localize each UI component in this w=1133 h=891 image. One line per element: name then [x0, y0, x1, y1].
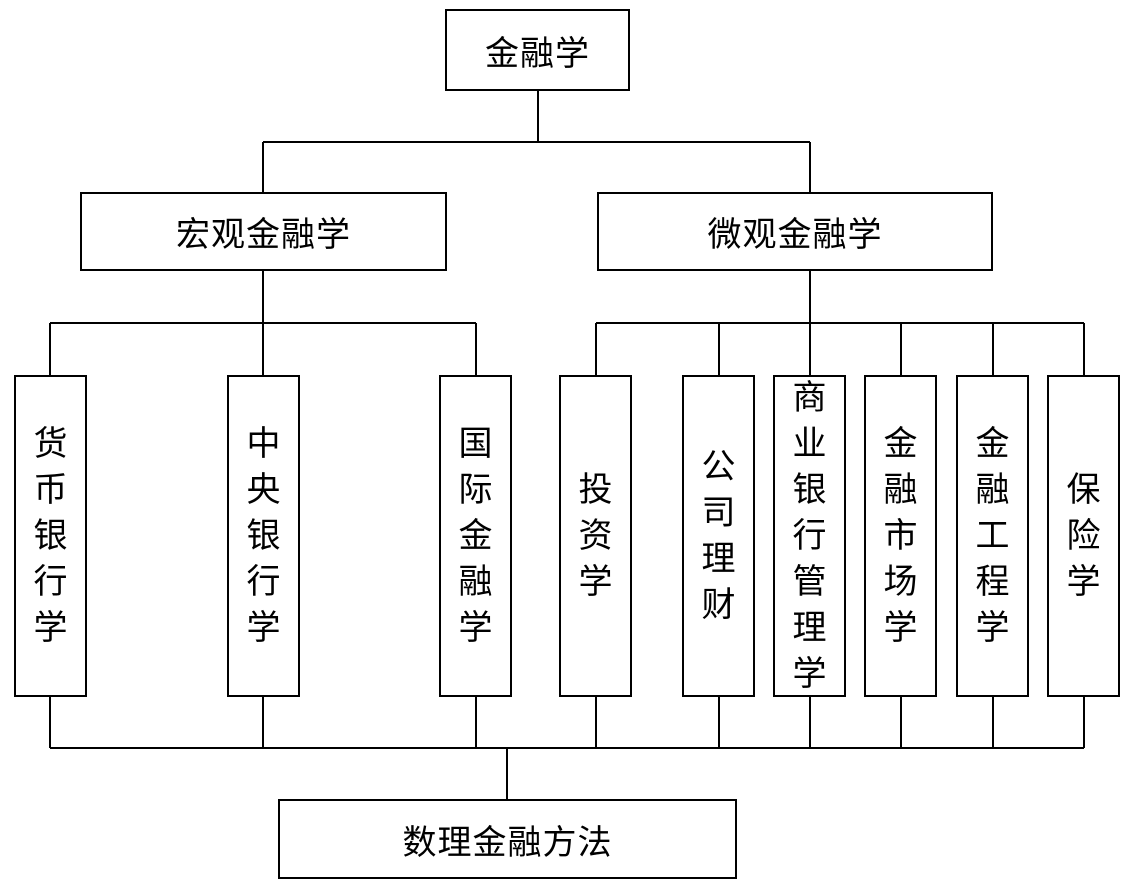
- vertical-char: 理: [701, 539, 736, 579]
- vertical-char: 投: [578, 470, 613, 510]
- micro-finance-node: 微观金融学: [597, 192, 993, 271]
- vertical-char: 学: [883, 608, 918, 648]
- vertical-char: 资: [578, 516, 613, 556]
- macro-subject-3-node: 国际金融学: [439, 375, 512, 697]
- vertical-char: 商: [792, 378, 827, 418]
- vertical-char: 金: [975, 424, 1010, 464]
- vertical-char: 融: [458, 562, 493, 602]
- vertical-char: 理: [792, 608, 827, 648]
- vertical-char: 际: [458, 470, 493, 510]
- vertical-char: 学: [1066, 562, 1101, 602]
- micro-subject-6-label: 保险学: [1067, 467, 1101, 605]
- vertical-char: 央: [246, 470, 281, 510]
- macro-subject-3-label: 国际金融学: [459, 421, 493, 651]
- micro-finance-label: 微观金融学: [707, 215, 883, 255]
- vertical-char: 币: [33, 470, 68, 510]
- macro-subject-1-node: 货币银行学: [14, 375, 87, 697]
- vertical-char: 财: [701, 585, 736, 625]
- foundation-node: 数理金融方法: [278, 799, 737, 879]
- vertical-char: 程: [975, 562, 1010, 602]
- vertical-char: 学: [33, 608, 68, 648]
- vertical-char: 中: [246, 424, 281, 464]
- root-label: 金融学: [485, 33, 590, 74]
- micro-subject-5-node: 金融工程学: [956, 375, 1029, 697]
- micro-subject-2-node: 公司理财: [682, 375, 755, 697]
- vertical-char: 学: [246, 608, 281, 648]
- root-node: 金融学: [445, 9, 630, 91]
- vertical-char: 场: [883, 562, 918, 602]
- vertical-char: 金: [883, 424, 918, 464]
- macro-subject-2-node: 中央银行学: [227, 375, 300, 697]
- vertical-char: 融: [883, 470, 918, 510]
- vertical-char: 管: [792, 562, 827, 602]
- vertical-char: 市: [883, 516, 918, 556]
- micro-subject-4-node: 金融市场学: [864, 375, 937, 697]
- micro-subject-4-label: 金融市场学: [884, 421, 918, 651]
- vertical-char: 司: [701, 493, 736, 533]
- macro-subject-1-label: 货币银行学: [34, 421, 68, 651]
- vertical-char: 行: [246, 562, 281, 602]
- micro-subject-6-node: 保险学: [1047, 375, 1120, 697]
- macro-finance-node: 宏观金融学: [80, 192, 447, 271]
- vertical-char: 国: [458, 424, 493, 464]
- vertical-char: 融: [975, 470, 1010, 510]
- macro-finance-label: 宏观金融学: [176, 215, 351, 255]
- vertical-char: 学: [975, 608, 1010, 648]
- vertical-char: 工: [975, 516, 1010, 556]
- vertical-char: 银: [33, 516, 68, 556]
- micro-subject-5-label: 金融工程学: [976, 421, 1010, 651]
- vertical-char: 公: [701, 447, 736, 487]
- vertical-char: 业: [792, 424, 827, 464]
- vertical-char: 学: [458, 608, 493, 648]
- micro-subject-1-node: 投资学: [559, 375, 632, 697]
- vertical-char: 学: [792, 654, 827, 694]
- micro-subject-2-label: 公司理财: [702, 444, 736, 628]
- vertical-char: 保: [1066, 470, 1101, 510]
- foundation-label: 数理金融方法: [402, 822, 613, 863]
- vertical-char: 货: [33, 424, 68, 464]
- vertical-char: 金: [458, 516, 493, 556]
- micro-subject-3-node: 商业银行管理学: [773, 375, 846, 697]
- vertical-char: 行: [33, 562, 68, 602]
- vertical-char: 险: [1066, 516, 1101, 556]
- vertical-char: 行: [792, 516, 827, 556]
- vertical-char: 银: [246, 516, 281, 556]
- micro-subject-3-label: 商业银行管理学: [793, 375, 827, 697]
- vertical-char: 学: [578, 562, 613, 602]
- macro-subject-2-label: 中央银行学: [247, 421, 281, 651]
- micro-subject-1-label: 投资学: [579, 467, 613, 605]
- vertical-char: 银: [792, 470, 827, 510]
